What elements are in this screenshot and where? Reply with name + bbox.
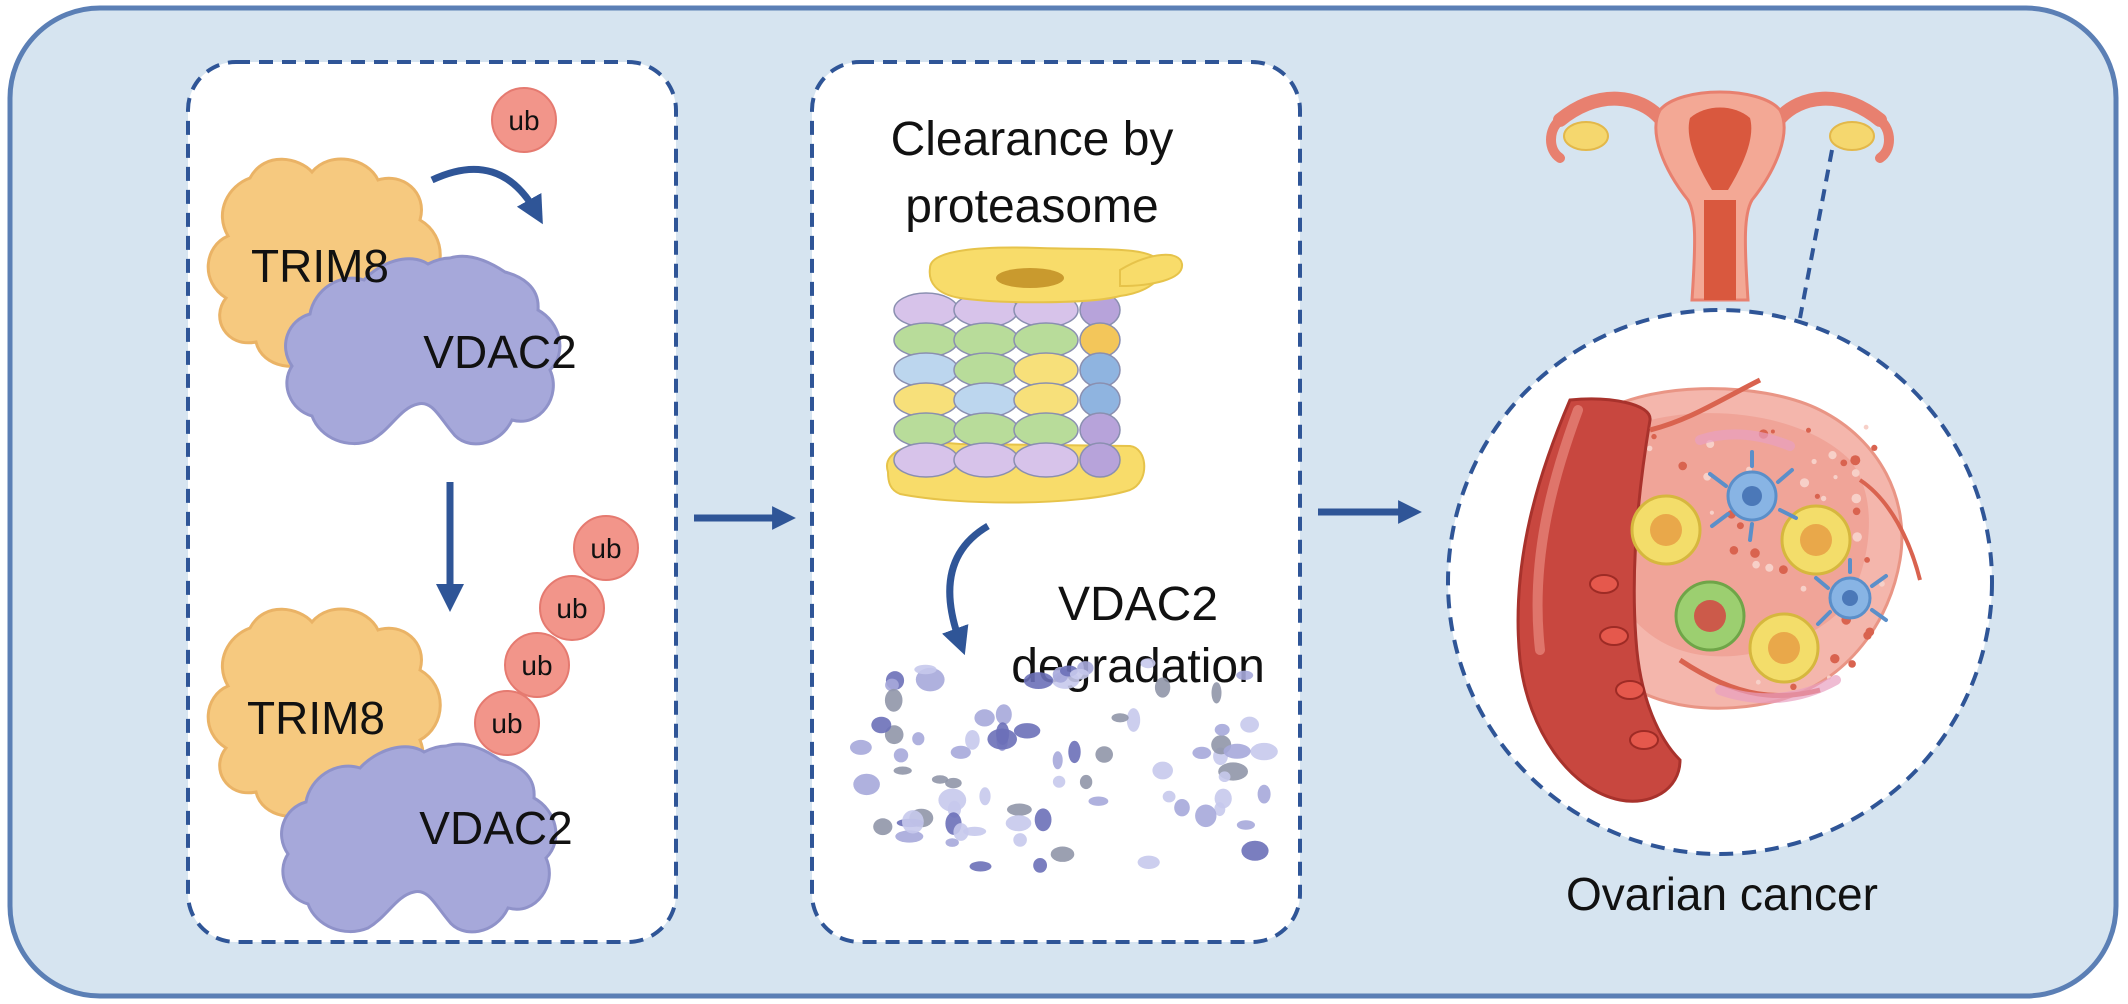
proteasome-title-line1: Clearance by: [891, 113, 1174, 166]
vdac2-label-top: VDAC2: [423, 326, 576, 378]
trim8-label-bottom: TRIM8: [247, 692, 385, 744]
ubiquitin-chain-3: [539, 575, 605, 641]
panel-ubiquitination: ub TRIM8 VDAC2 ub ub ub ub TRIM8 VDAC2: [186, 60, 678, 944]
proteasome-illustration: [885, 246, 1183, 504]
proteasome-title-line2: proteasome: [905, 180, 1158, 233]
degradation-label-line1: VDAC2: [1058, 578, 1218, 631]
trim8-label-top: TRIM8: [251, 240, 389, 292]
vdac2-protein-bottom: [280, 742, 558, 934]
ubiquitin-chain-2: [504, 632, 570, 698]
ovarian-cancer-label: Ovarian cancer: [1566, 868, 1878, 920]
tumor-microenvironment: [1516, 377, 1922, 803]
ubiquitin-chain-3-label: ub: [556, 593, 587, 624]
ubiquitin-single: [491, 87, 557, 153]
panel-ovarian-cancer: Ovarian cancer: [1446, 90, 1994, 920]
immune-cell-2: [1814, 558, 1888, 626]
ubiquitin-chain-1-label: ub: [491, 708, 522, 739]
zoom-connector: [1798, 149, 1834, 319]
ubiquitin-chain-4-label: ub: [590, 533, 621, 564]
vdac2-label-bottom: VDAC2: [419, 802, 572, 854]
panel-proteasome: Clearance by proteasome VDAC2 degradatio…: [810, 60, 1302, 944]
vdac2-protein-top: [284, 254, 562, 446]
ubiquitin-chain-1: [474, 690, 540, 756]
degradation-arrow: [942, 522, 990, 656]
transfer-arrow: [430, 165, 543, 225]
immune-cell-1: [1708, 450, 1798, 542]
ubiquitin-chain-4: [573, 515, 639, 581]
ubiquitin-single-label: ub: [508, 105, 539, 136]
protein-fragments: [850, 658, 1278, 873]
ubiquitin-chain-2-label: ub: [521, 650, 552, 681]
uterus-illustration: [1546, 90, 1894, 302]
